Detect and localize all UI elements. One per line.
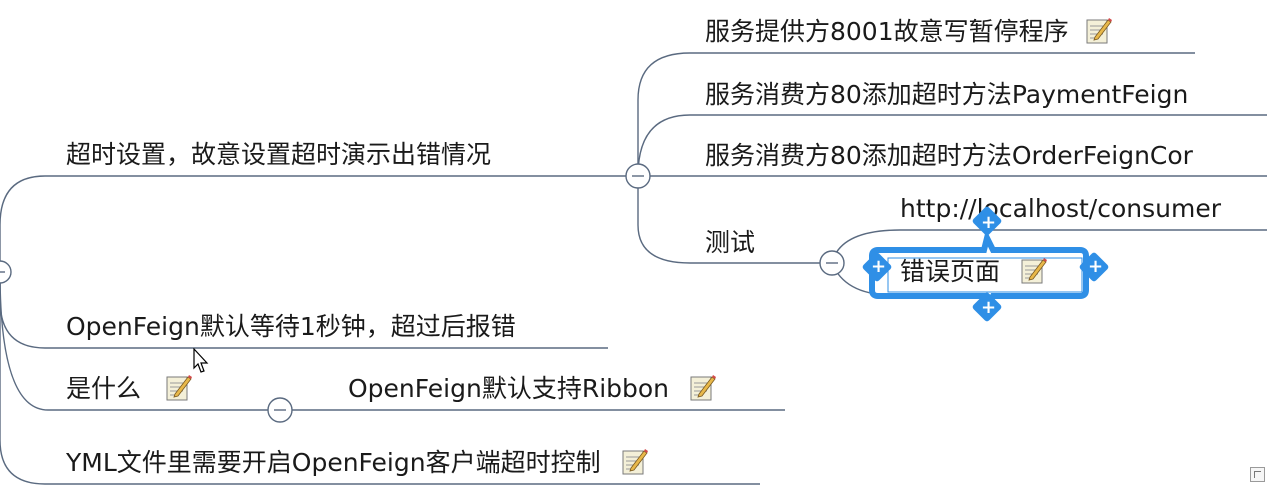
connector-test (637, 176, 832, 264)
topic-label: YML文件里需要开启OpenFeign客户端超时控制 (66, 448, 601, 477)
collapse-buttons (0, 163, 845, 423)
connector-yml (0, 272, 760, 485)
topic-order-feign[interactable]: 服务消费方80添加超时方法OrderFeignCor (705, 141, 1193, 171)
topic-payment-feign[interactable]: 服务消费方80添加超时方法PaymentFeign (705, 80, 1188, 110)
what-collapse-icon[interactable] (267, 397, 293, 423)
note-pencil-icon[interactable] (1018, 256, 1048, 286)
timeout-collapse-icon[interactable] (625, 163, 651, 189)
topic-test[interactable]: 测试 (705, 228, 755, 258)
connector-what (0, 271, 280, 411)
topic-localhost-url[interactable]: http://localhost/consumer (900, 194, 1221, 224)
test-collapse-icon[interactable] (819, 250, 845, 276)
note-pencil-icon[interactable] (687, 373, 717, 403)
topic-label: http://localhost/consumer (900, 194, 1221, 223)
topic-ribbon-support[interactable]: OpenFeign默认支持Ribbon (348, 374, 717, 405)
topic-timeout-settings[interactable]: 超时设置，故意设置超时演示出错情况 (66, 140, 491, 170)
connector-provider (637, 52, 1195, 176)
topic-label: 是什么 (66, 374, 142, 403)
topic-label: 超时设置，故意设置超时演示出错情况 (66, 140, 492, 169)
resize-corner-icon[interactable] (1250, 467, 1265, 482)
connector-payment (637, 114, 1267, 177)
selection-frame (866, 232, 1090, 312)
topic-what[interactable]: 是什么 (66, 374, 193, 405)
root-collapse-icon[interactable] (0, 260, 12, 284)
note-pencil-icon[interactable] (619, 447, 649, 477)
topic-error-page[interactable]: 错误页面 (900, 257, 1048, 288)
topic-label: 服务消费方80添加超时方法PaymentFeign (705, 80, 1189, 109)
topic-label: 错误页面 (900, 257, 1001, 286)
note-pencil-icon[interactable] (1083, 16, 1113, 46)
note-pencil-icon[interactable] (163, 373, 193, 403)
topic-label: 测试 (705, 228, 756, 257)
connector-timeout (0, 175, 638, 272)
topic-label: OpenFeign默认等待1秒钟，超过后报错 (66, 312, 516, 341)
topic-label: OpenFeign默认支持Ribbon (348, 374, 670, 403)
topic-default-wait[interactable]: OpenFeign默认等待1秒钟，超过后报错 (66, 312, 516, 342)
topic-label: 服务提供方8001故意写暂停程序 (705, 17, 1069, 46)
mouse-cursor-icon (193, 348, 209, 373)
topic-yml-config[interactable]: YML文件里需要开启OpenFeign客户端超时控制 (66, 448, 649, 479)
topic-provider-pause[interactable]: 服务提供方8001故意写暂停程序 (705, 17, 1113, 48)
topic-label: 服务消费方80添加超时方法OrderFeignCor (705, 141, 1193, 170)
